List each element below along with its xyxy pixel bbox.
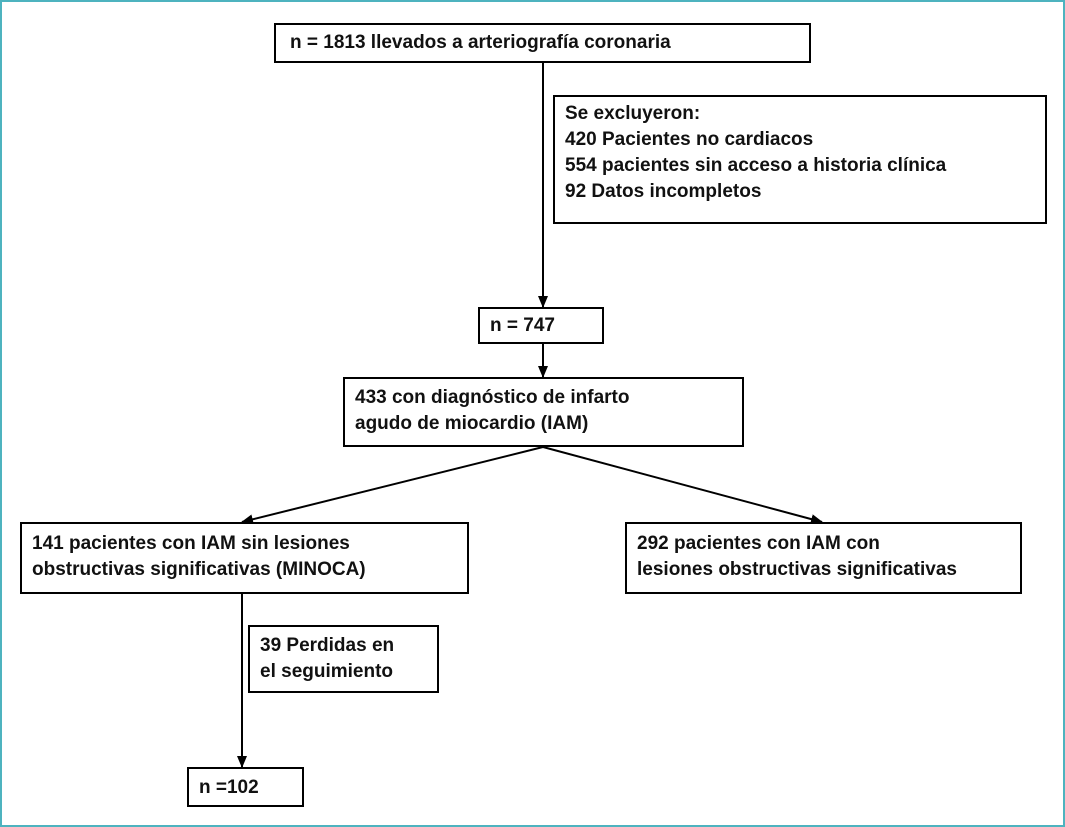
arrow-iam-to-minoca xyxy=(241,446,544,525)
node-lost-line: 39 Perdidas en xyxy=(260,635,395,656)
node-iam: 433 con diagnóstico de infarto agudo de … xyxy=(343,377,744,447)
node-lost: 39 Perdidas en el seguimiento xyxy=(248,625,439,693)
node-minoca-line: 141 pacientes con IAM sin lesiones xyxy=(32,533,350,554)
node-iam-line: 433 con diagnóstico de infarto xyxy=(355,387,630,408)
node-iam-line: agudo de miocardio (IAM) xyxy=(355,413,589,434)
node-excluded: Se excluyeron: 420 Pacientes no cardiaco… xyxy=(553,95,1047,224)
node-start-line: n = 1813 llevados a arteriografía corona… xyxy=(290,32,671,53)
node-n747-line: n = 747 xyxy=(490,315,555,336)
node-obstructive: 292 pacientes con IAM con lesiones obstr… xyxy=(625,522,1022,594)
node-final-line: n =102 xyxy=(199,777,259,798)
excluded-item: 554 pacientes sin acceso a historia clín… xyxy=(565,155,947,176)
node-obstructive-line: 292 pacientes con IAM con xyxy=(637,533,880,554)
node-obstructive-line: lesiones obstructivas significativas xyxy=(637,559,957,580)
node-minoca-line: obstructivas significativas (MINOCA) xyxy=(32,559,366,580)
node-final: n =102 xyxy=(187,767,304,807)
node-lost-line: el seguimiento xyxy=(260,661,394,682)
excluded-item: 92 Datos incompletos xyxy=(565,181,762,202)
excluded-heading: Se excluyeron: xyxy=(565,103,701,124)
node-minoca: 141 pacientes con IAM sin lesiones obstr… xyxy=(20,522,469,594)
excluded-item: 420 Pacientes no cardiacos xyxy=(565,129,814,150)
node-n747: n = 747 xyxy=(478,307,604,344)
node-start: n = 1813 llevados a arteriografía corona… xyxy=(274,23,811,63)
arrow-iam-to-obstructive xyxy=(542,446,823,524)
